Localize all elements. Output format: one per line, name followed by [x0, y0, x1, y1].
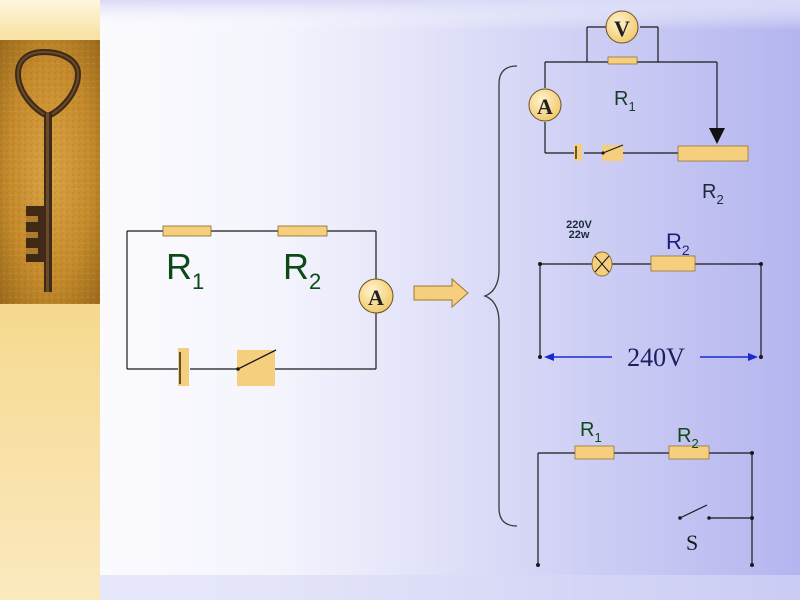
- circuit-a-r2-label: R2: [702, 181, 724, 207]
- circuit-c-terminal: [750, 563, 754, 567]
- circuit-a-r1-label: R1: [614, 88, 636, 114]
- circuit-c-wires: [537, 452, 753, 565]
- circuit-a-ammeter-label: A: [537, 94, 553, 119]
- circuit-a-rheostat-r2: [677, 145, 749, 162]
- circuit-c-r2-label: R2: [677, 425, 699, 451]
- circuit-c-resistor-r2: [668, 445, 710, 460]
- circuit-b-node: [538, 262, 542, 266]
- circuit-c-node: [750, 451, 754, 455]
- main-r1-label: R1: [166, 246, 204, 294]
- circuit-b-lamp-power: 22w: [569, 229, 590, 241]
- circuit-a-voltmeter-label: V: [614, 16, 630, 41]
- circuit-b-lamp-icon: [591, 251, 613, 277]
- main-ammeter: A: [358, 278, 394, 314]
- main-r2-label: R2: [283, 246, 321, 294]
- main-wires: [126, 230, 377, 370]
- circuit-b-node: [759, 262, 763, 266]
- circuit-c-terminal: [536, 563, 540, 567]
- left-curly-brace-icon: [483, 65, 518, 527]
- circuit-b-wires: [539, 263, 762, 357]
- main-resistor-r1: [162, 225, 212, 237]
- top-band: [100, 0, 800, 30]
- old-iron-key-icon: [0, 40, 100, 304]
- right-arrow-icon: [413, 277, 469, 309]
- bottom-band: [100, 575, 800, 600]
- circuit-a-wires: [544, 26, 718, 154]
- circuit-a: V A R1 R2: [528, 10, 749, 207]
- circuit-c: R1 R2 S: [536, 419, 754, 567]
- circuit-b-terminal: [538, 355, 542, 359]
- circuit-c-r1-label: R1: [580, 419, 602, 445]
- main-battery: [178, 348, 189, 386]
- main-ammeter-label: A: [368, 285, 384, 310]
- circuit-a-switch: [601, 144, 624, 161]
- circuit-b: 220V 22w R2 240V: [538, 219, 763, 372]
- main-resistor-r2: [277, 225, 328, 237]
- circuit-c-switch-label: S: [686, 530, 698, 555]
- circuit-b-voltage-arrow: [544, 353, 758, 361]
- circuit-c-resistor-r1: [574, 445, 615, 460]
- circuit-c-switch: [678, 504, 711, 520]
- circuit-a-slider-arrow-icon: [709, 128, 725, 144]
- main-switch: [236, 349, 277, 386]
- circuit-b-terminal: [759, 355, 763, 359]
- circuit-a-voltmeter: V: [605, 10, 639, 44]
- circuit-c-node: [750, 516, 754, 520]
- main-series-circuit: R1 R2 A: [126, 225, 394, 386]
- circuit-b-r2-label: R2: [666, 229, 690, 258]
- circuit-b-resistor-r2: [650, 255, 696, 272]
- circuit-b-supply-voltage: 240V: [627, 343, 685, 372]
- circuit-a-battery: [574, 144, 582, 161]
- circuit-b-lamp-voltage: 220V: [566, 219, 592, 231]
- circuit-a-resistor-r1: [607, 56, 638, 65]
- circuit-a-ammeter: A: [528, 88, 562, 122]
